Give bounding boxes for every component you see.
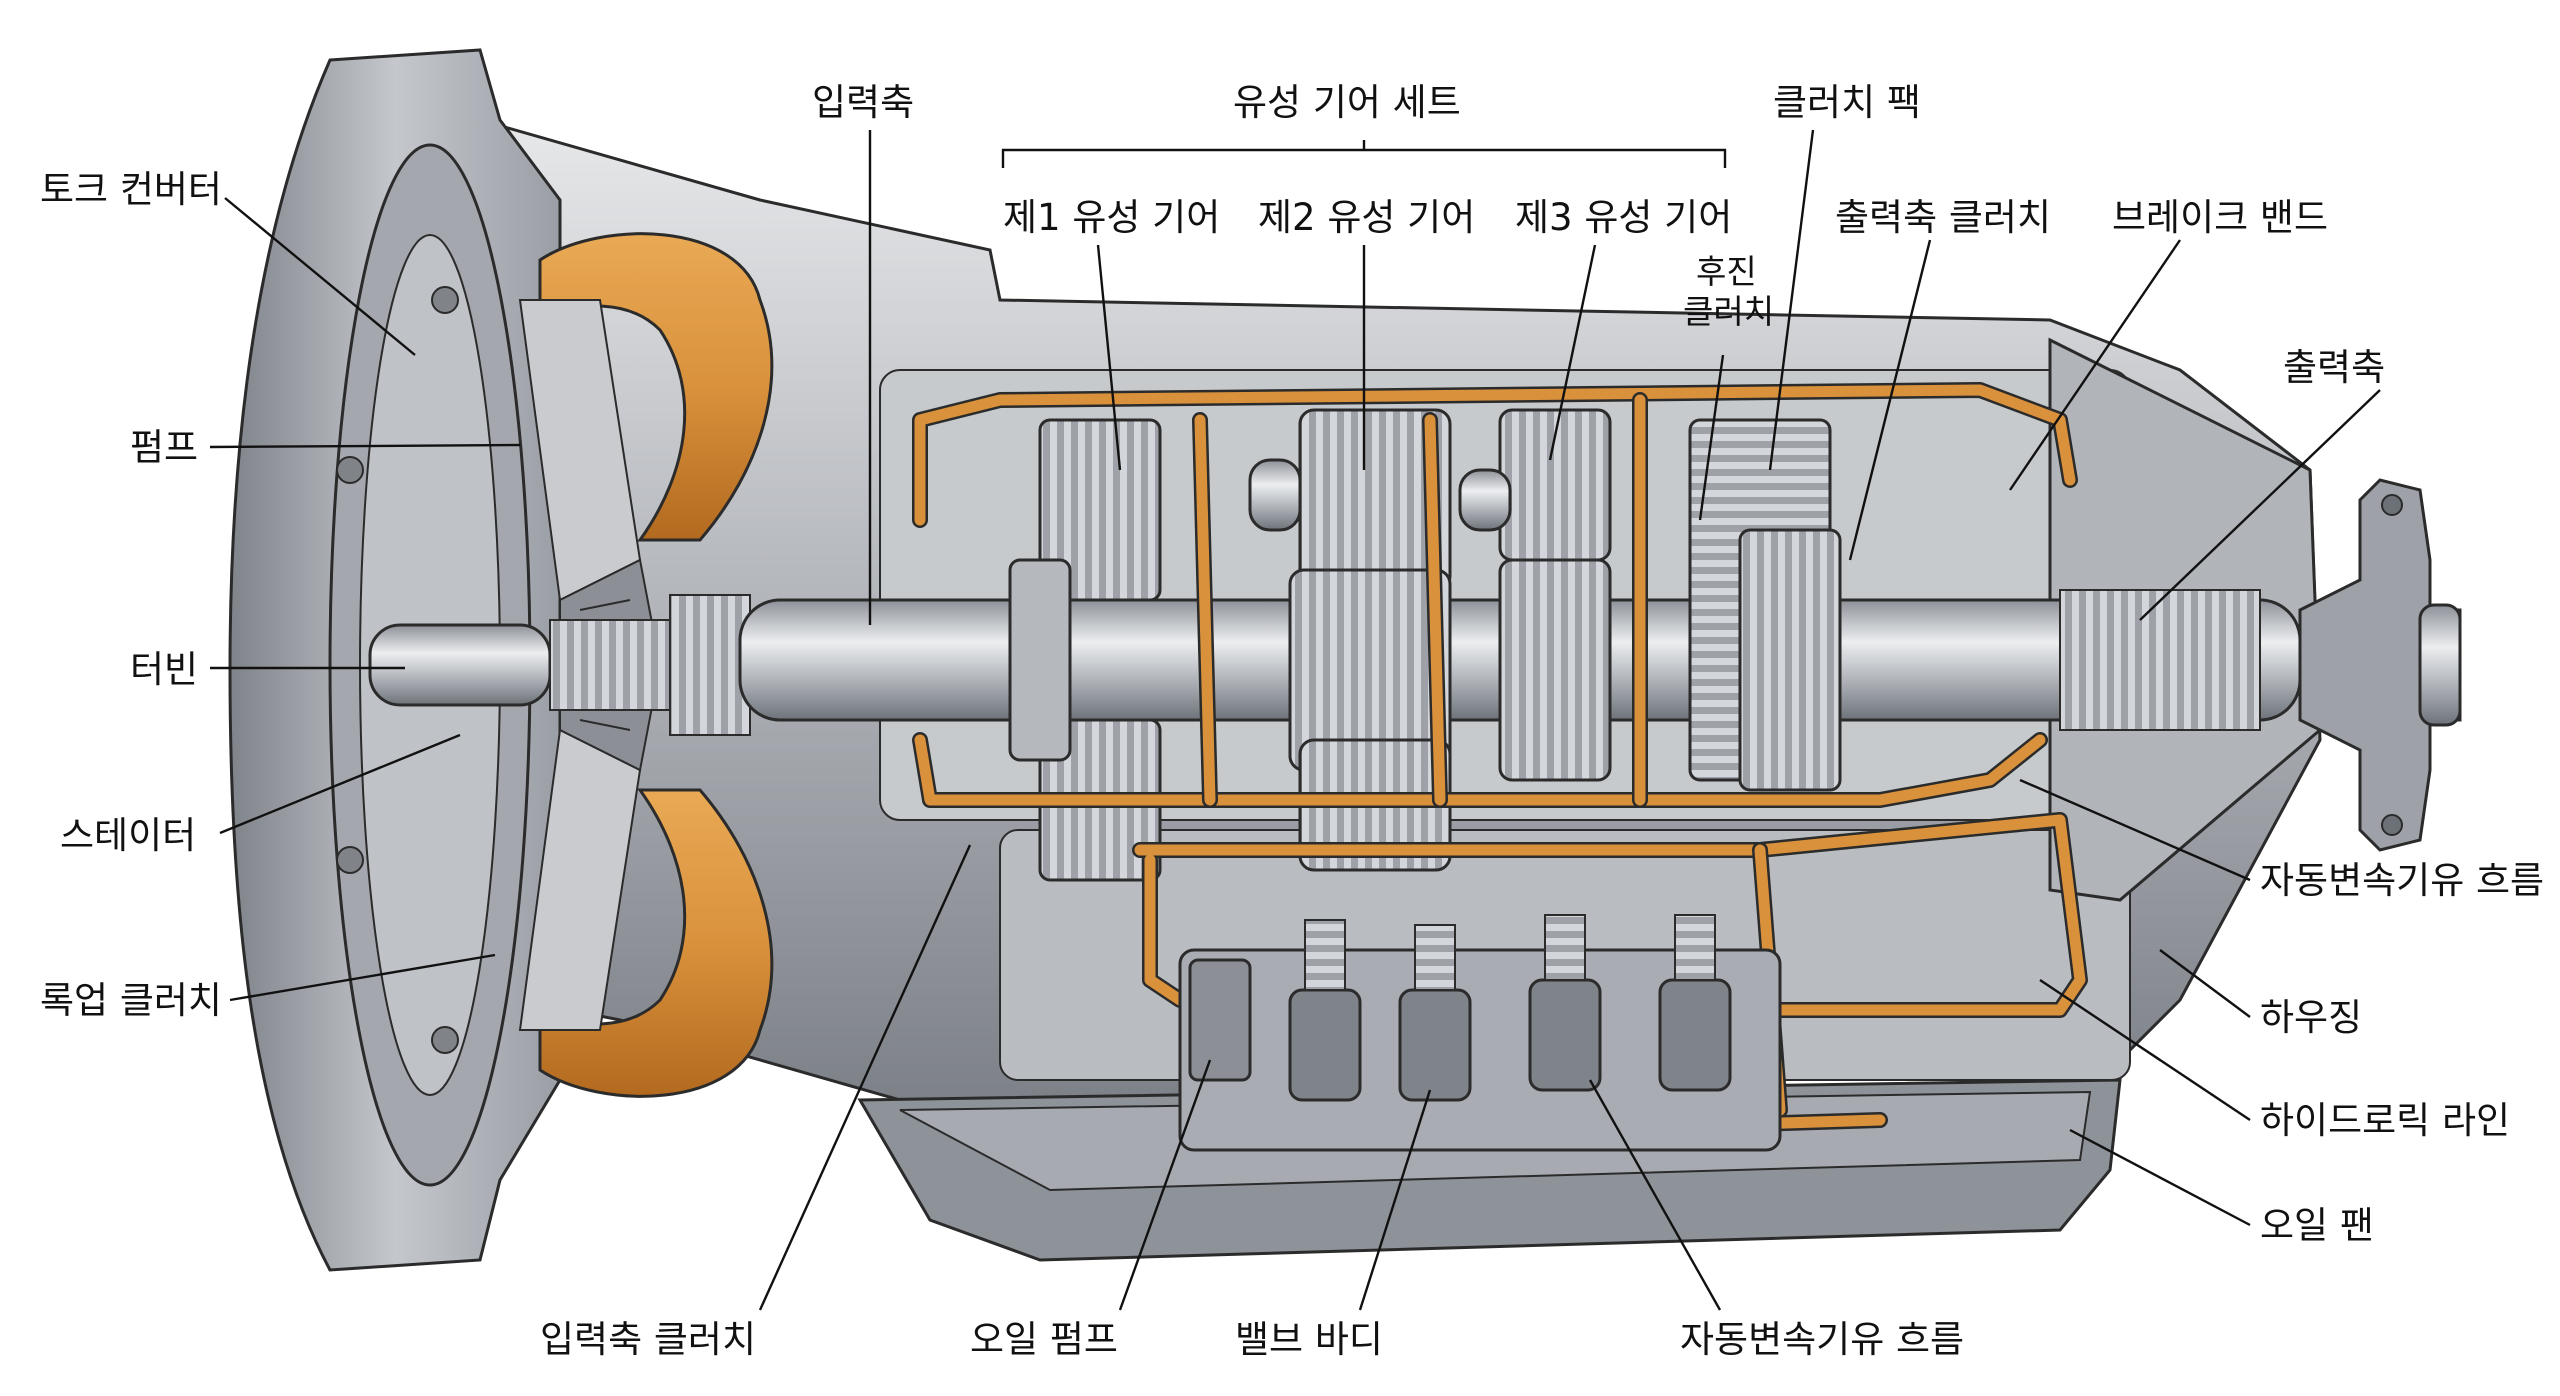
valve-body	[1178, 914, 1782, 1152]
label-clutch-pack: 클러치 팩	[1773, 81, 1921, 124]
planetary-gear-3	[1458, 408, 1612, 782]
label-valve-body: 밸브 바디	[1235, 1318, 1383, 1361]
label-reverse-clutch-1: 후진	[1696, 252, 1757, 291]
output-flange	[2298, 478, 2462, 852]
label-torque-converter: 토크 컨버터	[40, 168, 222, 211]
label-planetary-3: 제3 유성 기어	[1515, 196, 1732, 239]
input-shaft-stub	[368, 623, 552, 707]
label-output-shaft: 출력축	[2283, 346, 2385, 389]
label-input-shaft: 입력축	[812, 81, 914, 124]
label-reverse-clutch-2: 클러치	[1683, 292, 1774, 331]
label-atf-flow-right: 자동변속기유 흐름	[2260, 859, 2544, 902]
label-planetary-gear-set: 유성 기어 세트	[1233, 81, 1461, 124]
label-output-shaft-clutch: 출력축 클러치	[1835, 196, 2051, 239]
leader-lines	[209, 129, 2381, 1311]
label-hydraulic-line: 하이드로릭 라인	[2260, 1099, 2510, 1142]
label-planetary-2: 제2 유성 기어	[1258, 196, 1475, 239]
planetary-gears	[1008, 408, 1842, 882]
oil-pump-body	[1188, 958, 1252, 1082]
label-planetary-1: 제1 유성 기어	[1003, 196, 1220, 239]
label-stator: 스테이터	[60, 814, 196, 857]
valve-spools	[1288, 914, 1732, 1102]
label-brake-band: 브레이크 밴드	[2112, 196, 2328, 239]
clutch-pack-plates	[1688, 418, 1842, 792]
torque-converter-fluid	[518, 232, 774, 1098]
label-oil-pan: 오일 팬	[2260, 1204, 2374, 1247]
label-housing: 하우징	[2260, 996, 2362, 1039]
label-turbine: 터빈	[130, 648, 198, 691]
label-oil-pump: 오일 펌프	[970, 1318, 1118, 1361]
label-atf-flow-bottom: 자동변속기유 흐름	[1680, 1318, 1964, 1361]
label-input-shaft-clutch: 입력축 클러치	[540, 1318, 756, 1361]
callout-labels: 토크 컨버터 펌프 터빈 스테이터 록업 클러치 입력축 유성 기어 세트 제1…	[40, 81, 2544, 1361]
label-lockup-clutch: 록업 클러치	[40, 979, 222, 1022]
label-pump: 펌프	[130, 426, 198, 469]
